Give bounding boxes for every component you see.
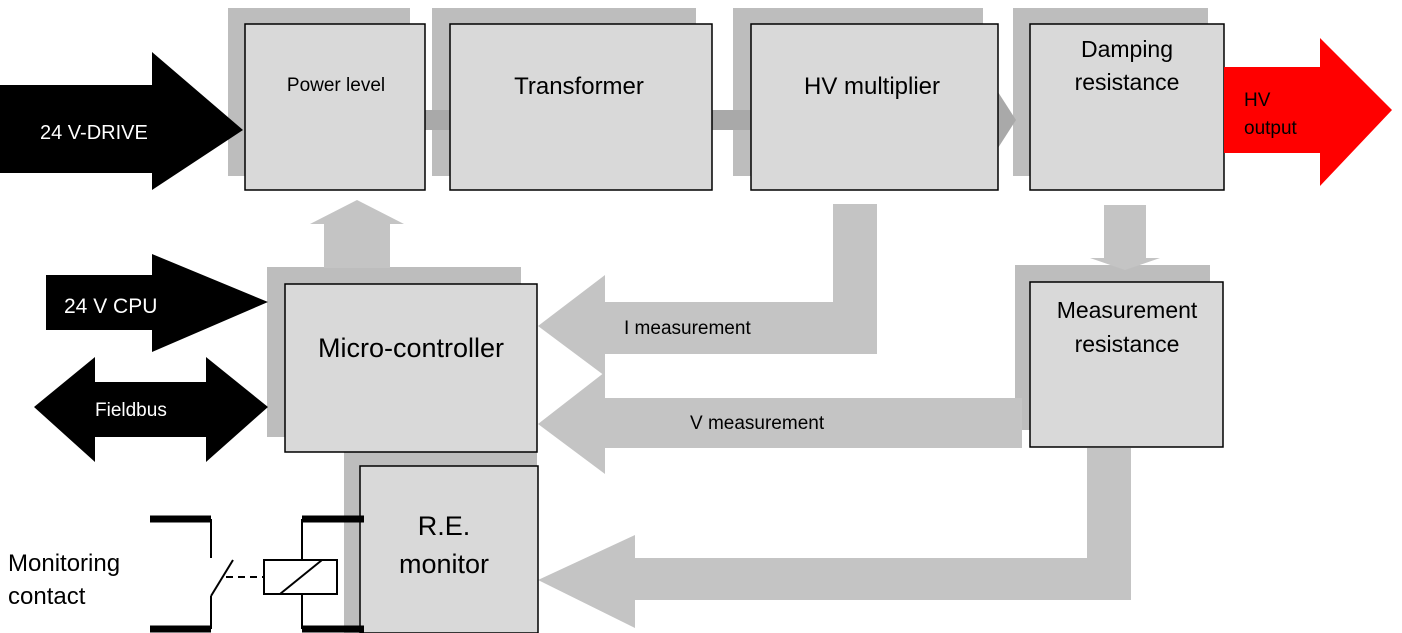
fieldbus-label: Fieldbus [95, 400, 167, 421]
microcontroller-label: Micro-controller [318, 333, 504, 363]
input-arrows [0, 52, 268, 462]
monitoring-circuit [150, 515, 364, 633]
cpu-input-label: 24 V CPU [64, 295, 157, 318]
hv-multiplier-label: HV multiplier [804, 73, 940, 100]
vertical-connectors [310, 200, 1160, 270]
v-measurement-label: V measurement [690, 413, 825, 434]
monitoring-label: Monitoring contact [8, 550, 120, 610]
block-labels: Power level Transformer HV multiplier Da… [287, 36, 1198, 579]
arrow-labels: 24 V-DRIVE 24 V CPU Fieldbus HV output I… [40, 90, 1298, 434]
i-measurement-label: I measurement [624, 318, 751, 339]
damping-label-line1: Damping [1081, 36, 1173, 62]
damping-resistance-block [1029, 23, 1225, 191]
relay-coil-icon [263, 559, 338, 595]
drive-input-label: 24 V-DRIVE [40, 122, 148, 144]
measurement-flows [538, 204, 1131, 628]
v-measurement-arrow [538, 372, 1022, 474]
cpu-input-arrow [46, 254, 268, 352]
up-arrow-to-power-level [310, 200, 404, 268]
transformer-block [449, 23, 713, 191]
re-monitor-label-line2: monitor [399, 549, 489, 579]
damping-label-line2: resistance [1075, 69, 1180, 95]
hv-output-label-line2: output [1244, 118, 1298, 139]
top-connectors [425, 92, 1016, 148]
hv-output-label-line1: HV [1244, 90, 1271, 111]
power-level-block [244, 23, 426, 191]
measurement-label-line2: resistance [1075, 331, 1180, 357]
re-feed-arrow [538, 535, 1131, 628]
microcontroller-block [284, 283, 538, 453]
measurement-label-line1: Measurement [1057, 297, 1198, 323]
i-measurement-arrow [538, 275, 877, 376]
monitoring-label-line1: Monitoring [8, 550, 120, 577]
transformer-label: Transformer [514, 73, 644, 100]
measurement-resistance-block [1029, 281, 1224, 448]
re-monitor-label-line1: R.E. [418, 511, 471, 541]
damping-to-measurement-connector [1090, 205, 1160, 270]
fieldbus-arrow [34, 357, 268, 462]
drive-input-arrow [0, 52, 243, 190]
monitoring-label-line2: contact [8, 583, 86, 610]
hv-multiplier-block [750, 23, 999, 191]
re-monitor-block [359, 465, 539, 633]
power-level-label: Power level [287, 75, 385, 96]
switch-blade [210, 559, 234, 597]
main-blocks [244, 23, 1225, 633]
hv-output-arrow [1224, 38, 1392, 186]
